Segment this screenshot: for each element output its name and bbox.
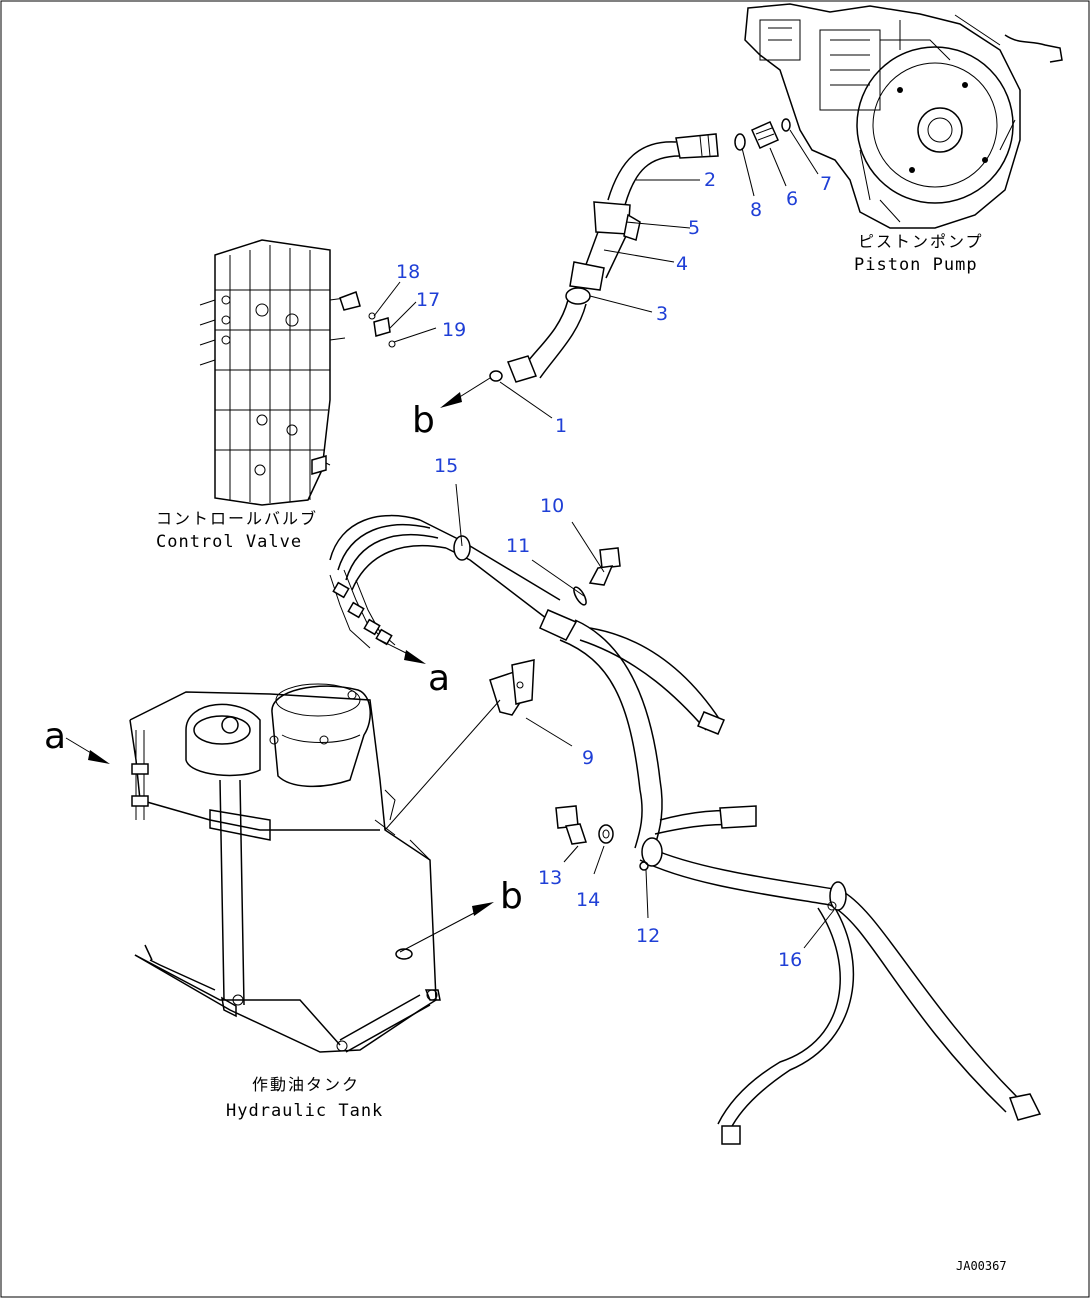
callout-4: 4 [676,253,688,275]
control-valve-caption-en: Control Valve [156,532,302,552]
view-marker-b-upper: b [412,400,435,441]
suction-hose-upper [489,133,719,383]
callout-16: 16 [778,949,802,971]
view-marker-b-tank: b [500,876,523,917]
callout-17: 17 [416,289,440,311]
callout-1: 1 [555,415,567,437]
hydraulic-tank-caption-jp: 作動油タンク [252,1075,360,1094]
callout-6: 6 [786,188,798,210]
callout-3: 3 [656,303,668,325]
control-valve-drawing [199,239,346,506]
hydraulic-tank-caption-en: Hydraulic Tank [226,1101,383,1121]
view-marker-a-mid: a [428,658,450,699]
lower-hose-assembly [639,837,1042,1145]
callout-9: 9 [582,747,594,769]
clamp-9 [489,659,535,716]
piston-pump-caption-jp: ピストンポンプ [858,232,984,251]
callout-14: 14 [576,889,600,911]
control-valve-fittings [339,291,396,348]
callout-19: 19 [442,319,466,341]
callout-8: 8 [750,199,762,221]
callout-10: 10 [540,495,564,517]
view-marker-a-tank: a [44,716,66,757]
drawing-code: JA00367 [956,1259,1007,1273]
control-valve-caption-jp: コントロールバルブ [156,509,318,528]
view-b-arrow-tank [395,902,494,960]
pump-fittings [734,118,791,151]
bolt-13 [555,805,587,845]
view-b-arrow-upper [440,377,491,408]
view-a-arrow-mid [379,639,426,664]
piston-pump-caption-en: Piston Pump [854,255,978,275]
callout-15: 15 [434,455,458,477]
bolt-10 [573,547,621,606]
leader-lines [373,129,835,949]
view-a-arrow-tank [65,737,110,764]
callout-5: 5 [688,217,700,239]
piston-pump-drawing [744,3,1063,229]
callout-11: 11 [506,535,530,557]
return-hose-assembly [329,514,757,849]
hydraulic-tank-drawing [129,683,441,1053]
callout-7: 7 [820,173,832,195]
washer-14 [598,824,614,844]
callout-13: 13 [538,867,562,889]
callout-18: 18 [396,261,420,283]
clamp-leader-line [384,699,501,831]
callout-2: 2 [704,169,716,191]
callout-12: 12 [636,925,660,947]
